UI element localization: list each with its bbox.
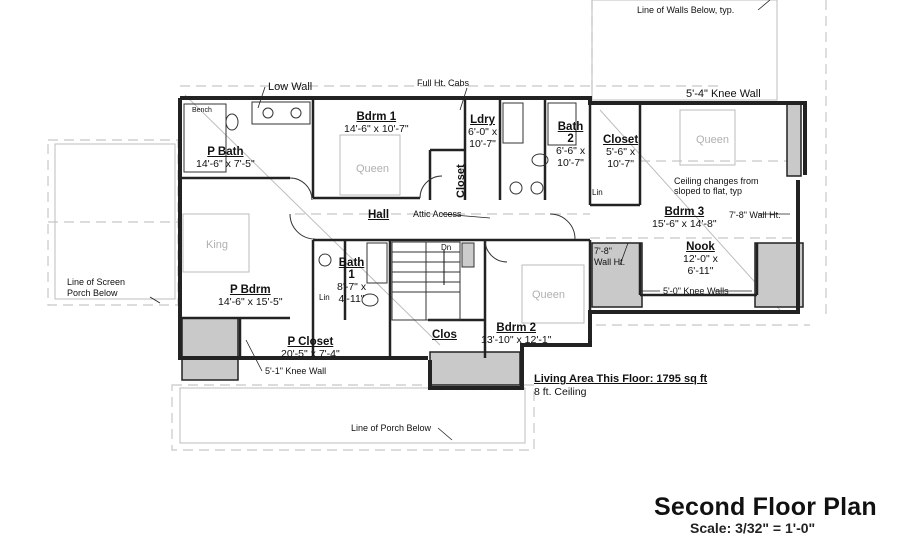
fixtures bbox=[183, 101, 577, 307]
plan-scale: Scale: 3/32" = 1'-0" bbox=[690, 520, 816, 536]
bed-queen-bdrm1-label: Queen bbox=[356, 163, 390, 175]
wall-ht-left-label-2: Wall Ht. bbox=[594, 257, 626, 267]
bed-queen-bdrm2-label: Queen bbox=[532, 289, 566, 301]
room-nook: Nook 12'-0" x 6'-11" bbox=[683, 241, 718, 277]
screen-porch-label-1: Line of Screen bbox=[67, 277, 126, 287]
leader-lines bbox=[149, 0, 790, 441]
lin-closet-label: Lin bbox=[592, 188, 603, 197]
room-bdrm1-closet: Closet bbox=[455, 164, 467, 198]
bench-label: Bench bbox=[192, 107, 212, 114]
living-area-label: Living Area This Floor: 1795 sq ft bbox=[534, 373, 708, 385]
room-bdrm-2: Bdrm 2 13'-10" x 12'-1" bbox=[481, 322, 552, 346]
ceiling-height-label: 8 ft. Ceiling bbox=[534, 386, 587, 398]
ceiling-change-label-1: Ceiling changes from bbox=[674, 176, 759, 186]
lin-bath1-label: Lin bbox=[319, 293, 330, 302]
door-swings bbox=[289, 175, 576, 263]
room-bath-2: Bath 2 6'-6" x 10'-7" bbox=[556, 121, 586, 169]
wall-ht-left-label-1: 7'-8" bbox=[594, 246, 612, 256]
room-clos: Clos bbox=[432, 329, 457, 341]
room-bdrm-3: Bdrm 3 15'-6" x 14'-8" bbox=[652, 206, 717, 230]
room-hall: Hall bbox=[368, 209, 390, 221]
beds bbox=[182, 109, 736, 324]
room-closet: Closet 5'-6" x 10'-7" bbox=[603, 134, 639, 170]
ceiling-change-label-2: sloped to flat, typ bbox=[674, 186, 743, 196]
attic-access-label: Attic Access bbox=[413, 209, 462, 219]
interior-walls bbox=[180, 98, 759, 358]
bed-king-label: King bbox=[206, 239, 229, 251]
knee-wall-51-label: 5'-1" Knee Wall bbox=[265, 366, 327, 376]
room-ldry: Ldry 6'-0" x 10'-7" bbox=[468, 114, 498, 150]
knee-wall-areas bbox=[181, 103, 804, 386]
room-p-bath: P Bath 14'-6" x 7'-5" bbox=[196, 146, 255, 170]
porch-outlines bbox=[54, 0, 781, 444]
low-wall-label: Low Wall bbox=[268, 81, 313, 93]
knee-walls-50-label: 5'-0" Knee Walls bbox=[663, 286, 729, 296]
plan-title: Second Floor Plan bbox=[654, 493, 877, 521]
room-p-closet: P Closet 20'-5" x 7'-4" bbox=[281, 336, 340, 360]
room-bdrm-1: Bdrm 1 14'-6" x 10'-7" bbox=[344, 111, 409, 135]
staircase bbox=[391, 241, 475, 321]
porch-below-label: Line of Porch Below bbox=[351, 423, 432, 433]
wall-ht-right-label: 7'-8" Wall Ht. bbox=[729, 210, 781, 220]
full-ht-cabs-label: Full Ht. Cabs bbox=[417, 78, 470, 88]
knee-wall-54-label: 5'-4" Knee Wall bbox=[686, 88, 761, 100]
room-bath-1: Bath 1 8'-7" x 4'-11" bbox=[337, 257, 367, 305]
screen-porch-label-2: Porch Below bbox=[67, 288, 118, 298]
walls-below-label: Line of Walls Below, typ. bbox=[637, 5, 735, 15]
room-p-bdrm: P Bdrm 14'-6" x 15'-5" bbox=[218, 284, 283, 308]
stairs-down-label: Dn bbox=[441, 243, 452, 252]
bed-queen-bdrm3-label: Queen bbox=[696, 134, 730, 146]
